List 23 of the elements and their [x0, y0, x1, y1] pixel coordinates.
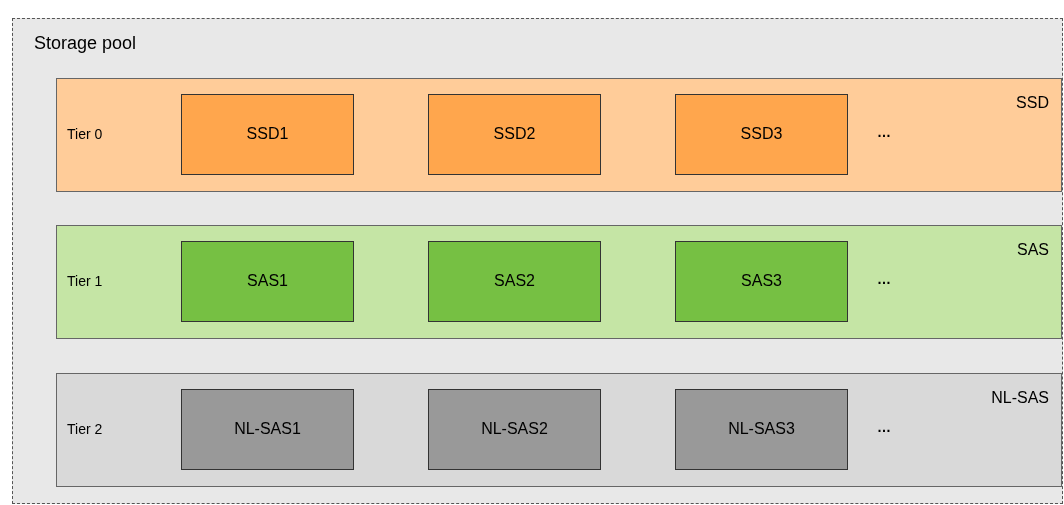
pool-title: Storage pool	[34, 33, 137, 54]
tier-band	[56, 225, 1062, 339]
disk-label: SAS1	[246, 272, 289, 290]
disk-label: NL-SAS3	[727, 420, 796, 438]
disk-label: NL-SAS2	[480, 420, 549, 438]
disk-label: NL-SAS1	[233, 420, 302, 438]
storage-pool-container	[12, 18, 1063, 504]
disk-type-label: SAS	[1017, 241, 1049, 259]
disk-type-label: NL-SAS	[991, 389, 1049, 407]
ellipsis: …	[877, 124, 891, 140]
tier-band	[56, 78, 1062, 192]
disk-label: SSD2	[492, 125, 537, 143]
tier-label: Tier 2	[67, 421, 103, 437]
tier-band	[56, 373, 1062, 487]
disk-label: SAS3	[740, 272, 783, 290]
disk-label: SAS2	[493, 272, 536, 290]
ellipsis: …	[877, 271, 891, 287]
disk-type-label: SSD	[1016, 94, 1049, 112]
ellipsis: …	[877, 419, 891, 435]
disk-label: SSD1	[245, 125, 290, 143]
tier-label: Tier 0	[67, 126, 103, 142]
tier-label: Tier 1	[67, 273, 103, 289]
disk-label: SSD3	[739, 125, 784, 143]
